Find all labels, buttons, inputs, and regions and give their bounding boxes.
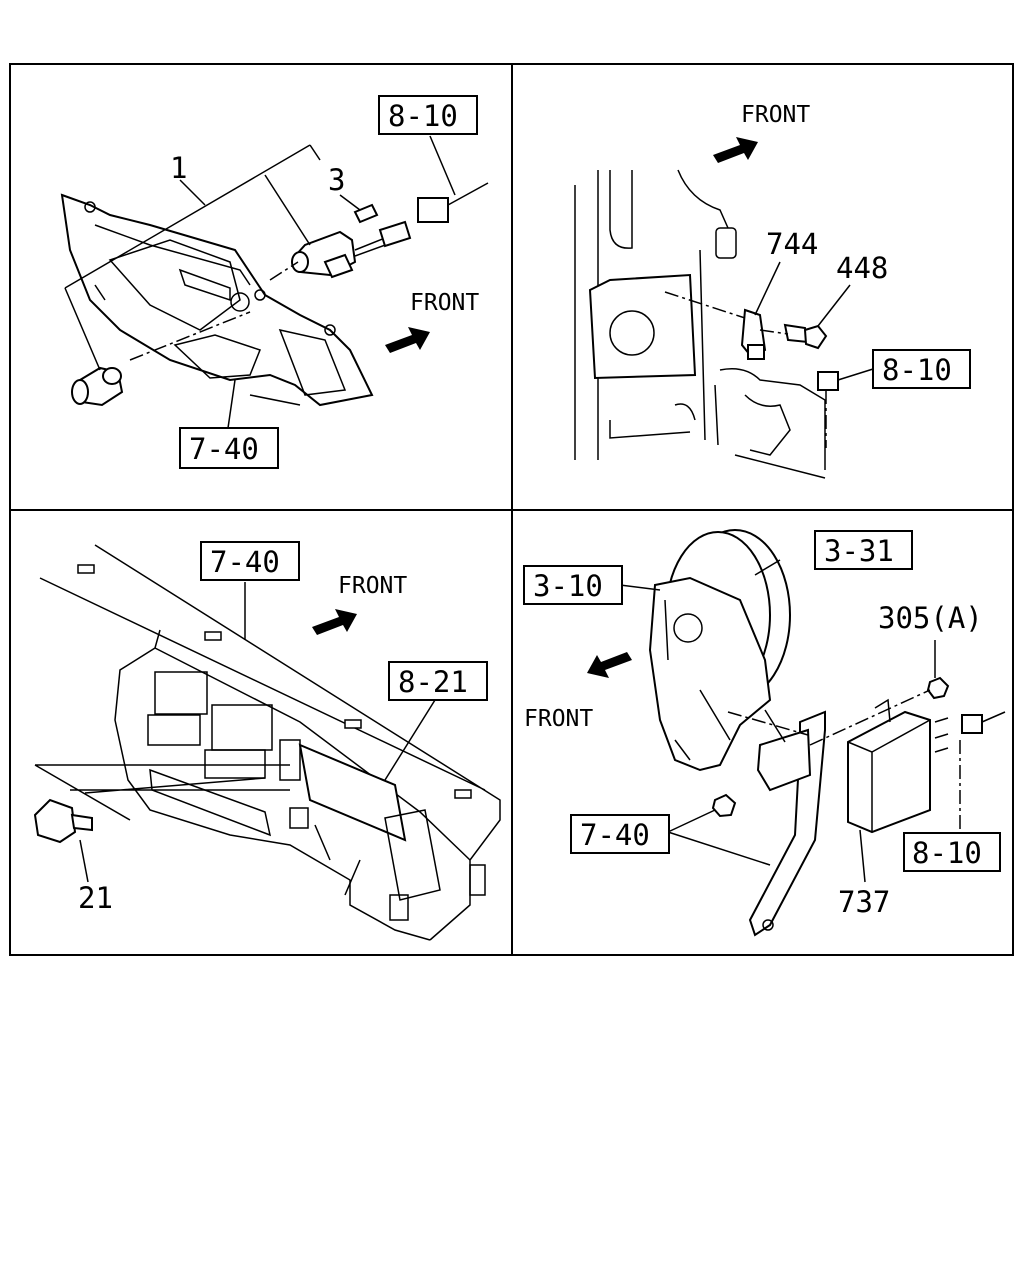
front-label: FRONT bbox=[741, 102, 810, 128]
callout-737: 737 bbox=[838, 885, 890, 919]
callout-448: 448 bbox=[836, 251, 888, 285]
nut-illustration bbox=[711, 793, 737, 818]
front-arrow bbox=[587, 652, 632, 678]
ref-label-3-10: 3-10 bbox=[533, 569, 603, 603]
body-pillar-illustration bbox=[574, 169, 826, 479]
callout-305a: 305(A) bbox=[878, 601, 983, 635]
front-arrow bbox=[713, 137, 758, 163]
ref-label-7-40: 7-40 bbox=[189, 432, 259, 466]
callout-1: 1 bbox=[170, 151, 187, 185]
lighter-socket-illustration bbox=[291, 203, 412, 279]
ref-label-3-31: 3-31 bbox=[824, 534, 894, 568]
ref-label-7-40: 7-40 bbox=[580, 818, 650, 852]
callout-21: 21 bbox=[78, 881, 113, 915]
panel-bottom-right: 3-31 3-10 305(A) FRONT 7-40 8-10 737 bbox=[523, 529, 1006, 937]
front-label: FRONT bbox=[410, 290, 479, 316]
panel-top-right: FRONT 744 448 8-10 bbox=[574, 102, 971, 479]
front-arrow bbox=[385, 327, 430, 353]
ref-label-8-21: 8-21 bbox=[398, 665, 468, 699]
panel-top-left: 1 3 8-10 FRONT 7-40 bbox=[60, 95, 489, 469]
brake-booster-illustration bbox=[648, 529, 791, 772]
connector-illustration bbox=[817, 371, 839, 391]
ref-label-8-10: 8-10 bbox=[912, 836, 982, 870]
nut-illustration bbox=[926, 676, 950, 700]
leader-lines bbox=[64, 135, 456, 429]
control-unit-illustration bbox=[847, 698, 931, 834]
front-arrow bbox=[312, 609, 357, 635]
bolt-illustration bbox=[783, 323, 828, 350]
panel-bottom-left: 7-40 FRONT 8-21 21 bbox=[33, 541, 501, 941]
callout-3: 3 bbox=[328, 163, 345, 197]
dash-trim-illustration bbox=[60, 193, 374, 407]
switch-illustration bbox=[33, 798, 93, 844]
ref-label-8-10: 8-10 bbox=[882, 353, 952, 387]
front-label: FRONT bbox=[338, 573, 407, 599]
panel-grid bbox=[9, 63, 1014, 956]
front-label: FRONT bbox=[524, 706, 593, 732]
lighter-knob-illustration bbox=[71, 366, 124, 407]
connector-illustration bbox=[961, 714, 983, 734]
bracket-illustration bbox=[748, 709, 826, 937]
instrument-panel-illustration bbox=[39, 544, 501, 941]
sensor-illustration bbox=[740, 308, 767, 360]
connector-illustration bbox=[417, 197, 449, 223]
ref-label-8-10: 8-10 bbox=[388, 99, 458, 133]
callout-744: 744 bbox=[766, 227, 818, 261]
ref-label-7-40: 7-40 bbox=[210, 545, 280, 579]
